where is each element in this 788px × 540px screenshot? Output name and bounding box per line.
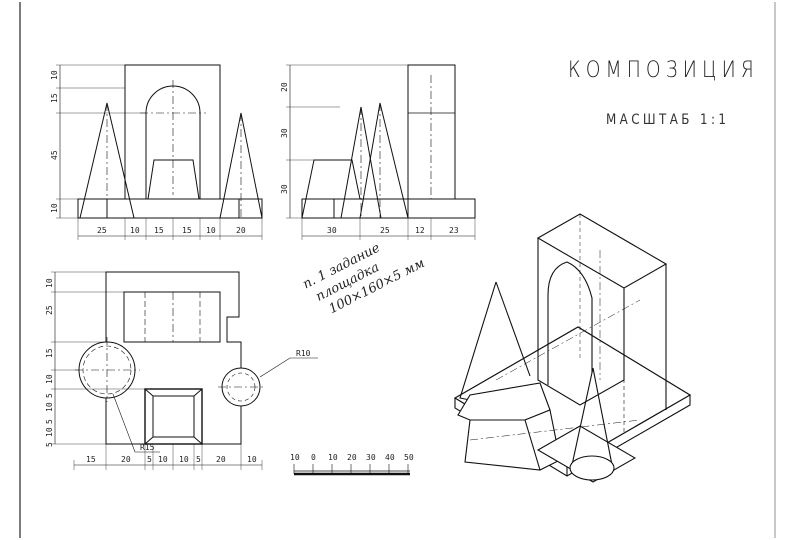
side-hdim-4: 23 [449,226,459,235]
scale-bar [293,464,410,476]
top-view [51,271,318,470]
top-hdim-6: 5 [196,455,201,464]
top-vdim-9: 5 [45,442,54,447]
top-vdim-7: 5 [45,419,54,424]
scale-tick-2: 0 [311,453,316,462]
top-hdim-7: 20 [216,455,226,464]
side-vdim-1: 20 [280,82,289,92]
side-hdim-1: 30 [327,226,337,235]
radius-right-label: R10 [296,349,311,358]
top-vdim-1: 10 [45,278,54,288]
top-vdim-5: 5 [45,393,54,398]
front-hdim-2: 10 [130,226,140,235]
front-hdim-4: 15 [182,226,192,235]
top-vdim-6: 10 [45,402,54,412]
top-hdim-4: 10 [158,455,168,464]
scale-tick-1: 10 [290,453,300,462]
front-vdim-3: 45 [50,150,59,160]
top-hdim-2: 20 [121,455,131,464]
top-hdim-1: 15 [86,455,96,464]
front-hdim-6: 20 [236,226,246,235]
scale-label: МАСШТАБ 1:1 [606,112,730,128]
front-vdim-1: 10 [50,70,59,80]
top-vdim-3: 15 [45,348,54,358]
top-vdim-2: 25 [45,305,54,315]
scale-tick-6: 40 [385,453,395,462]
front-hdim-5: 10 [206,226,216,235]
top-hdim-5: 10 [179,455,189,464]
top-hdim-8: 10 [247,455,257,464]
top-vdim-4: 10 [45,374,54,384]
radius-left-label: R15 [140,443,155,452]
side-vdim-2: 30 [280,128,289,138]
front-hdim-1: 25 [97,226,107,235]
side-view [286,64,476,240]
top-hdim-3: 5 [147,455,152,464]
drawing-title: КОМПОЗИЦИЯ [568,58,759,83]
side-hdim-2: 25 [380,226,390,235]
side-vdim-3: 30 [280,184,289,194]
scale-tick-7: 50 [404,453,414,462]
front-hdim-3: 15 [154,226,164,235]
scale-tick-5: 30 [366,453,376,462]
front-view [56,64,263,240]
top-vdim-8: 10 [45,427,54,437]
isometric-view [453,213,692,483]
scale-tick-3: 10 [328,453,338,462]
side-hdim-3: 12 [415,226,425,235]
front-vdim-4: 10 [50,203,59,213]
scale-tick-4: 20 [347,453,357,462]
front-vdim-2: 15 [50,93,59,103]
